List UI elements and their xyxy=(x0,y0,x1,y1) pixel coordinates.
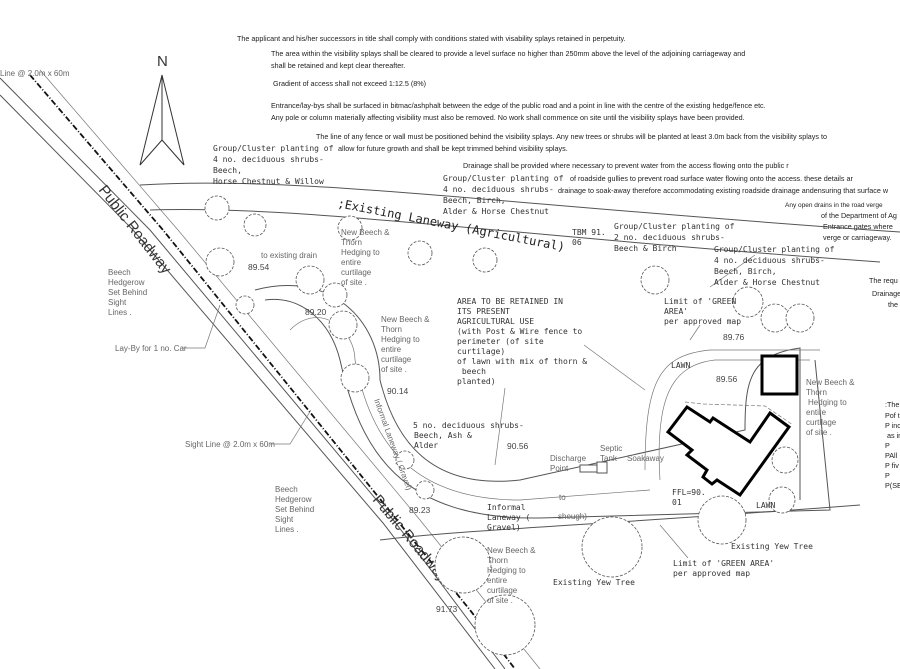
note: of roadside gullies to prevent road surf… xyxy=(570,174,853,183)
tree-icon xyxy=(340,363,370,393)
tree-icon xyxy=(205,247,235,277)
conditions-notes: The applicant and his/her successors in … xyxy=(237,34,900,490)
lawn-label: LAWN xyxy=(671,361,690,370)
note: P(SE xyxy=(885,481,900,490)
tree-icon xyxy=(472,247,498,273)
note: P xyxy=(885,441,890,450)
north-label: N xyxy=(157,53,168,70)
note: Entrance gates where xyxy=(823,222,893,231)
level-label: 91.73 xyxy=(436,604,458,614)
trees xyxy=(204,195,815,656)
note: allow for future growth and shall be kep… xyxy=(338,144,568,153)
tree-icon xyxy=(640,265,670,295)
level-label: 89.76 xyxy=(723,332,745,342)
note: of the Department of Ag xyxy=(821,211,897,220)
yew-tree-label: Existing Yew Tree xyxy=(553,578,635,587)
note: P inc xyxy=(885,421,900,430)
note: Drainage shall be provided where necessa… xyxy=(463,161,789,170)
yew-tree-label: Existing Yew Tree xyxy=(731,542,813,551)
house-footprint xyxy=(665,404,792,498)
green-area-limit-label: Limit of 'GREEN AREA'per approved map xyxy=(673,559,774,578)
note: Any open drains in the road verge xyxy=(785,202,883,209)
tree-icon xyxy=(697,495,747,545)
tree-icon xyxy=(337,215,363,241)
sight-line-label: Sight Line @ 2.0m x 60m xyxy=(185,440,275,449)
planting-label: 5 no. deciduous shrubs-Beech, Ash &Alder xyxy=(413,421,524,450)
discharge-point xyxy=(579,464,598,473)
note: The line of any fence or wall must be po… xyxy=(316,132,827,141)
tree-icon xyxy=(732,286,764,318)
lawn-label: LAWN xyxy=(756,501,775,510)
note: shall be retained and kept clear thereaf… xyxy=(271,61,405,70)
ffl-label: FFL=90.01 xyxy=(672,488,706,507)
note: verge or carriageway. xyxy=(823,233,892,242)
note: Entrance/lay-bys shall be surfaced in bi… xyxy=(271,101,766,110)
note: The applicant and his/her successors in … xyxy=(237,34,626,43)
note: the xyxy=(888,300,898,309)
tree-icon xyxy=(415,480,435,500)
tree-icon xyxy=(434,536,492,594)
tree-icon xyxy=(760,303,790,333)
note: :The xyxy=(885,400,899,409)
level-label: 90.56 xyxy=(507,441,529,451)
tree-icon xyxy=(474,594,536,656)
drain-label: to existing drain xyxy=(261,251,317,260)
tree-icon xyxy=(771,446,799,474)
note: Any pole or column materially affecting … xyxy=(271,113,745,122)
tree-icon xyxy=(407,240,433,266)
tbm-label: TBM 91.06 xyxy=(572,228,606,247)
note: Gradient of access shall not exceed 1:12… xyxy=(273,79,426,88)
note: Drainage xyxy=(872,289,900,298)
layby-label: Lay-By for 1 no. Car xyxy=(115,344,187,353)
note: Pof t xyxy=(885,411,900,420)
level-label: 89.56 xyxy=(716,374,738,384)
septic-tank xyxy=(596,461,608,474)
note: P fiv xyxy=(885,461,899,470)
informal-laneway-label: Informal Laneway ( Gravel) xyxy=(372,398,414,492)
north-arrow-icon: N xyxy=(139,53,185,166)
note: The area within the visibility splays sh… xyxy=(271,49,745,58)
note: as in xyxy=(887,431,900,440)
note: drainage to soak-away therefore accommod… xyxy=(558,186,889,195)
tree-icon xyxy=(581,516,643,578)
note: P xyxy=(885,471,890,480)
tree-icon xyxy=(295,265,325,295)
leader-arrows xyxy=(494,254,756,559)
tree-icon xyxy=(768,486,796,514)
tree-icon xyxy=(395,450,415,470)
tree-icon xyxy=(785,303,815,333)
level-label: 89.23 xyxy=(409,505,431,515)
tree-icon xyxy=(243,213,267,237)
tree-icon xyxy=(322,282,348,308)
sight-line-label: Line @ 2.0m x 60m xyxy=(0,69,70,78)
note: The requ xyxy=(869,276,898,285)
soakaway-label: Soakaway xyxy=(627,454,664,463)
tree-icon xyxy=(328,310,358,340)
tree-icon xyxy=(204,195,230,221)
tree-icon xyxy=(235,295,255,315)
level-label: 89.20 xyxy=(305,307,327,317)
level-label: 89.54 xyxy=(248,262,270,272)
note: PAll xyxy=(885,451,898,460)
level-label: 90.14 xyxy=(387,386,409,396)
garage-footprint xyxy=(760,354,799,396)
